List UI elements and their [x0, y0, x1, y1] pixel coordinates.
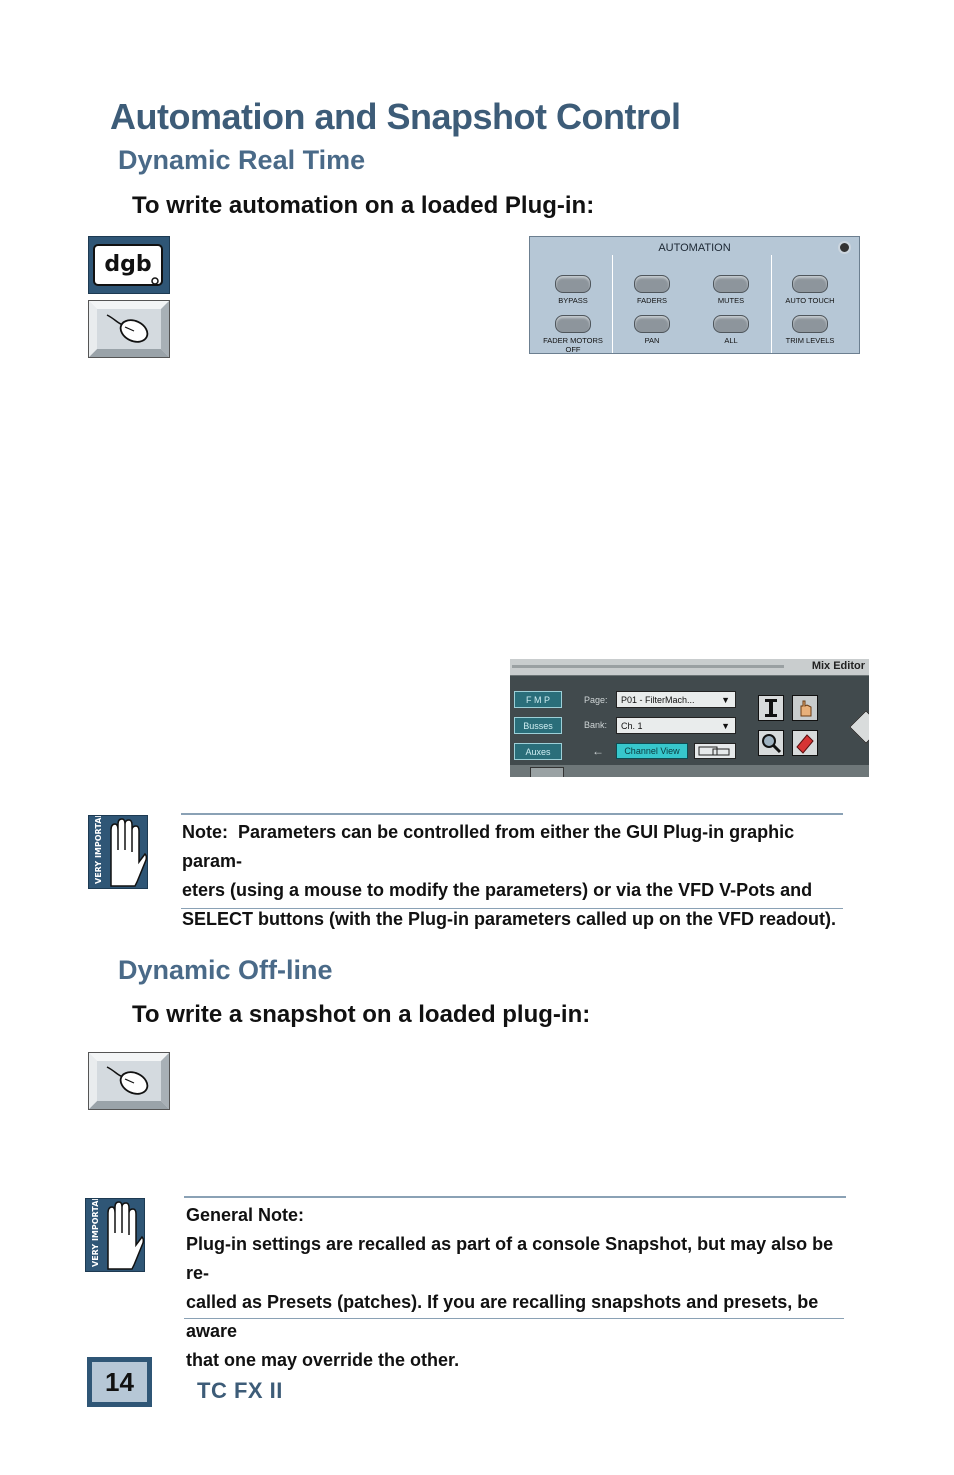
very-important-hand-icon: VERY IMPORTANT	[88, 805, 148, 889]
automation-button-label: MUTES	[717, 296, 745, 305]
very-important-hand-icon: VERY IMPORTANT	[85, 1188, 145, 1272]
general-note-label: General Note:	[186, 1205, 305, 1225]
page-number-badge: 14	[87, 1357, 152, 1407]
page-label: Page:	[584, 695, 608, 705]
automation-bypass-button[interactable]: BYPASS	[533, 275, 613, 305]
note-line-1: Note: Parameters can be controlled from …	[182, 818, 852, 876]
pill-button-icon	[555, 275, 591, 293]
svg-text:VERY IMPORTANT: VERY IMPORTANT	[91, 1199, 100, 1267]
svg-text:VERY IMPORTANT: VERY IMPORTANT	[94, 816, 103, 884]
page-heading: Automation and Snapshot Control	[110, 96, 681, 137]
pill-button-icon	[555, 315, 591, 333]
back-arrow-icon[interactable]: ←	[592, 744, 604, 758]
page-dropdown-value: P01 - FilterMach...	[621, 695, 695, 705]
dropdown-arrow-icon: ▼	[721, 721, 730, 731]
fmp-button[interactable]: F M P	[514, 691, 562, 708]
automation-fader-motors-off-button[interactable]: FADER MOTORS OFF	[533, 315, 613, 354]
automation-faders-button[interactable]: FADERS	[612, 275, 692, 305]
diamond-nav-icon[interactable]	[849, 710, 869, 744]
pill-button-icon	[792, 315, 828, 333]
general-note-text-block: General Note: Plug-in settings are recal…	[186, 1201, 850, 1375]
console-icon: dgb	[88, 236, 170, 294]
mouse-icon	[88, 1052, 170, 1110]
automation-auto-touch-button[interactable]: AUTO TOUCH	[770, 275, 850, 305]
automation-led-icon	[838, 241, 851, 254]
hand-tool-icon[interactable]	[792, 695, 818, 721]
automation-pan-button[interactable]: PAN	[612, 315, 692, 345]
eraser-tool-icon[interactable]	[792, 730, 818, 756]
note-rule-bottom	[184, 1318, 844, 1319]
note-text: Parameters can be controlled from either…	[182, 822, 795, 871]
automation-button-label: FADER MOTORS OFF	[543, 336, 603, 354]
note-text-block: Note: Parameters can be controlled from …	[182, 818, 852, 934]
bank-dropdown-value: Ch. 1	[621, 721, 643, 731]
bank-dropdown[interactable]: Ch. 1 ▼	[616, 717, 736, 734]
note-line-2: eters (using a mouse to modify the param…	[182, 880, 813, 900]
pill-button-icon	[634, 275, 670, 293]
section-title-off-line: Dynamic Off-line	[118, 955, 333, 985]
channel-view-button[interactable]: Channel View	[616, 743, 688, 759]
note-label: Note:	[182, 822, 228, 842]
automation-button-label: TRIM LEVELS	[785, 336, 835, 345]
automation-panel: AUTOMATION BYPASS FADERS MUTES AUTO TOUC…	[529, 236, 860, 354]
automation-button-label: AUTO TOUCH	[785, 296, 835, 305]
note-rule-top	[184, 1196, 846, 1198]
automation-divider	[771, 255, 772, 353]
zoom-tool-icon[interactable]	[758, 730, 784, 756]
page-dropdown[interactable]: P01 - FilterMach... ▼	[616, 691, 736, 708]
text-cursor-tool-icon[interactable]	[758, 695, 784, 721]
scroll-thumb[interactable]	[530, 767, 564, 777]
titlebar-stripes	[512, 665, 784, 668]
dropdown-arrow-icon: ▼	[721, 695, 730, 705]
pill-button-icon	[634, 315, 670, 333]
automation-button-label: PAN	[644, 336, 660, 345]
pill-button-icon	[713, 315, 749, 333]
svg-text:dgb: dgb	[104, 252, 151, 277]
section-title-real-time: Dynamic Real Time	[118, 145, 366, 175]
mouse-icon	[88, 300, 170, 358]
automation-button-label: BYPASS	[558, 296, 588, 305]
note-line-3: SELECT buttons (with the Plug-in paramet…	[182, 909, 837, 929]
section-subtitle-real-time: To write automation on a loaded Plug-in:	[132, 192, 595, 219]
automation-divider	[612, 255, 613, 353]
general-note-line-2: called as Presets (patches). If you are …	[186, 1292, 819, 1341]
mix-editor-title: Mix Editor	[811, 660, 865, 672]
mix-editor-footer	[510, 765, 869, 777]
automation-trim-levels-button[interactable]: TRIM LEVELS	[770, 315, 850, 345]
pill-button-icon	[713, 275, 749, 293]
general-note-line-3: that one may override the other.	[186, 1350, 460, 1370]
footer-product-name: TC FX II	[197, 1378, 283, 1403]
mix-editor-titlebar: Mix Editor	[510, 659, 869, 676]
automation-panel-title: AUTOMATION	[658, 242, 731, 254]
note-rule-bottom	[181, 908, 843, 909]
note-rule-top	[181, 813, 843, 815]
automation-button-label: ALL	[724, 336, 738, 345]
auxes-button[interactable]: Auxes	[514, 743, 562, 760]
mix-editor-window: Mix Editor F M P Busses Auxes Page: P01 …	[510, 659, 869, 777]
page-number: 14	[92, 1362, 147, 1402]
strip-view-icon[interactable]	[694, 743, 736, 759]
busses-button[interactable]: Busses	[514, 717, 562, 734]
automation-mutes-button[interactable]: MUTES	[691, 275, 771, 305]
general-note-line-1: Plug-in settings are recalled as part of…	[186, 1234, 834, 1283]
automation-button-label: FADERS	[636, 296, 667, 305]
pill-button-icon	[792, 275, 828, 293]
bank-label: Bank:	[584, 720, 608, 730]
automation-all-button[interactable]: ALL	[691, 315, 771, 345]
section-subtitle-off-line: To write a snapshot on a loaded plug-in:	[132, 1001, 591, 1028]
